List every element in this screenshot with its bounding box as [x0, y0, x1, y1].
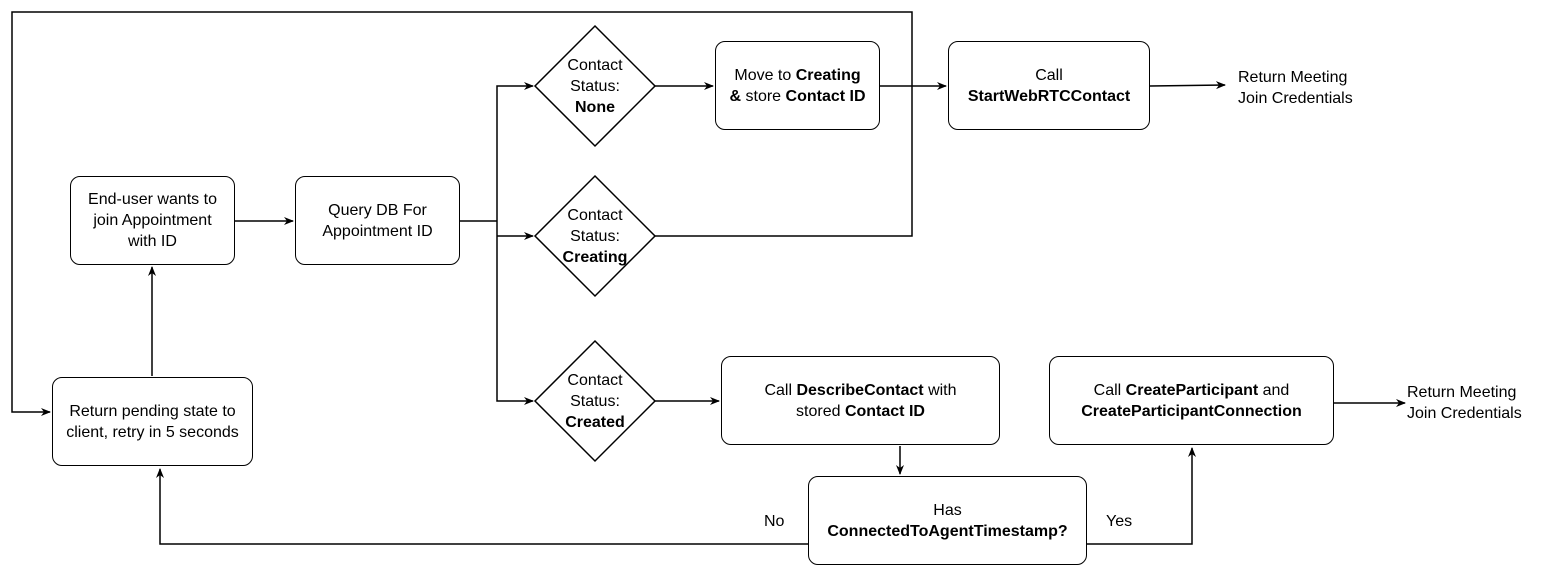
node-start-webrtc: Call StartWebRTCContact: [948, 41, 1150, 130]
text-line: Contact: [567, 56, 623, 74]
text-line: Appointment ID: [322, 222, 433, 240]
text-line: client, retry in 5 seconds: [66, 423, 239, 441]
text-bold: None: [574, 98, 615, 116]
node-end-user-join: End-user wants to join Appointment with …: [70, 176, 235, 265]
text-line: Has: [933, 501, 962, 519]
text-bold: Contact ID: [785, 87, 866, 105]
node-return-credentials-bottom: Return Meeting Join Credentials: [1407, 381, 1552, 425]
label-status-none: Contact Status: None: [545, 50, 645, 122]
text-bold: CreateParticipant: [1125, 381, 1259, 399]
node-query-db: Query DB For Appointment ID: [295, 176, 460, 265]
text-bold: DescribeContact: [796, 381, 924, 399]
text-fragment: and: [1258, 381, 1290, 399]
text-line: with ID: [128, 233, 177, 250]
edge-query-to-created: [496, 221, 534, 405]
label-status-created: Contact Status: Created: [545, 365, 645, 437]
text-line: Return Meeting: [1238, 69, 1348, 86]
edge-label-no: No: [762, 512, 787, 532]
edge-has-yes: [1087, 447, 1196, 545]
text-fragment: store: [741, 87, 786, 105]
text-line: End-user wants to: [88, 191, 217, 208]
node-has-timestamp: Has ConnectedToAgentTimestamp?: [808, 476, 1087, 565]
text-fragment: with: [923, 381, 957, 399]
text-fragment: stored: [796, 402, 845, 420]
edge-start-to-return: [1149, 81, 1226, 90]
text-line: Status:: [570, 77, 620, 95]
text-line: join Appointment: [93, 212, 212, 229]
text-line: Contact: [567, 206, 623, 224]
label-status-creating: Contact Status: Creating: [545, 200, 645, 272]
text-line: Query DB For: [328, 201, 427, 219]
text-line: Return pending state to: [69, 402, 236, 420]
node-return-pending: Return pending state to client, retry in…: [52, 377, 253, 466]
text-bold: Created: [565, 413, 625, 431]
text-line: Call: [1035, 66, 1063, 84]
text-line: Status:: [570, 227, 620, 245]
text-line: Contact: [567, 371, 623, 389]
text-fragment: Call: [1093, 381, 1126, 399]
text-bold: &: [729, 87, 742, 105]
node-move-to-creating: Move to Creating & store Contact ID: [715, 41, 880, 130]
diamond-status-creating: [533, 174, 657, 298]
text-line: Join Credentials: [1407, 405, 1522, 422]
text-bold: CreateParticipantConnection: [1081, 402, 1302, 420]
text-bold: Contact ID: [844, 402, 925, 420]
text-bold: ConnectedToAgentTimestamp?: [827, 522, 1068, 540]
text-fragment: Call: [764, 381, 797, 399]
text-line: Return Meeting: [1407, 384, 1517, 401]
text-bold: Creating: [562, 248, 628, 266]
node-return-credentials-top: Return Meeting Join Credentials: [1238, 66, 1388, 110]
node-create-participant: Call CreateParticipant and CreatePartici…: [1049, 356, 1334, 445]
text-bold: StartWebRTCContact: [967, 87, 1131, 105]
node-describe-contact: Call DescribeContact with stored Contact…: [721, 356, 1000, 445]
edge-creating-loop-back: [11, 11, 913, 416]
diamond-status-none: [533, 24, 657, 148]
text-line: Status:: [570, 392, 620, 410]
edge-label-yes: Yes: [1104, 512, 1135, 532]
text-fragment: Move to: [734, 66, 796, 84]
edge-query-to-none: [496, 82, 534, 221]
diamond-status-created: [533, 339, 657, 463]
text-bold: Creating: [795, 66, 861, 84]
text-line: Join Credentials: [1238, 90, 1353, 107]
edge-has-no: [156, 468, 808, 545]
